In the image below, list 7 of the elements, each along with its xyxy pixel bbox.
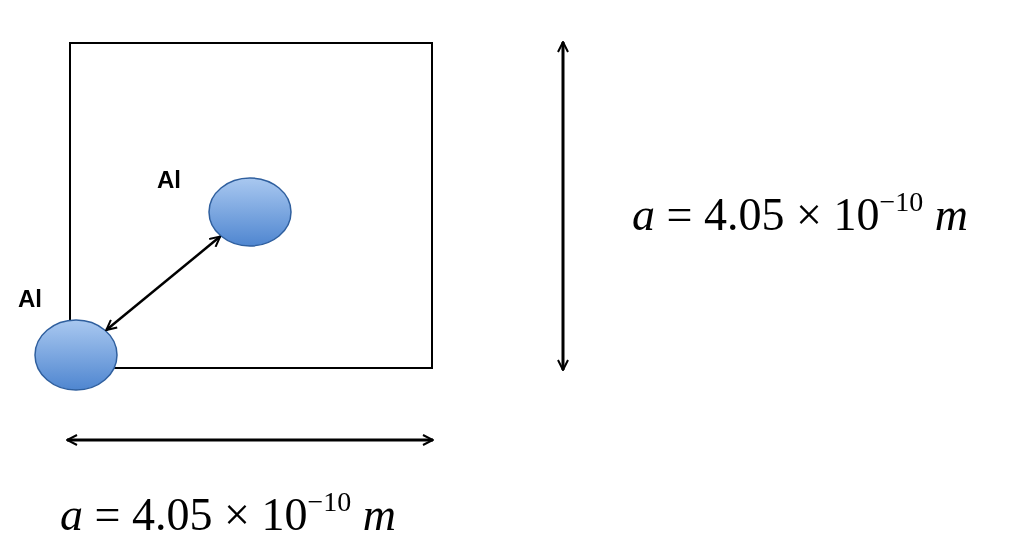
element-label: Al: [18, 287, 42, 311]
dimension-label: a = 4.05 × 10$^{−10}$ m: [632, 192, 968, 238]
arrow: [105, 235, 222, 332]
atom-circle: [208, 177, 292, 247]
dimension-label: a = 4.05 × 10$^{−10}$ m: [60, 492, 396, 538]
atom-circle: [34, 319, 118, 391]
element-label: Al: [157, 168, 181, 192]
